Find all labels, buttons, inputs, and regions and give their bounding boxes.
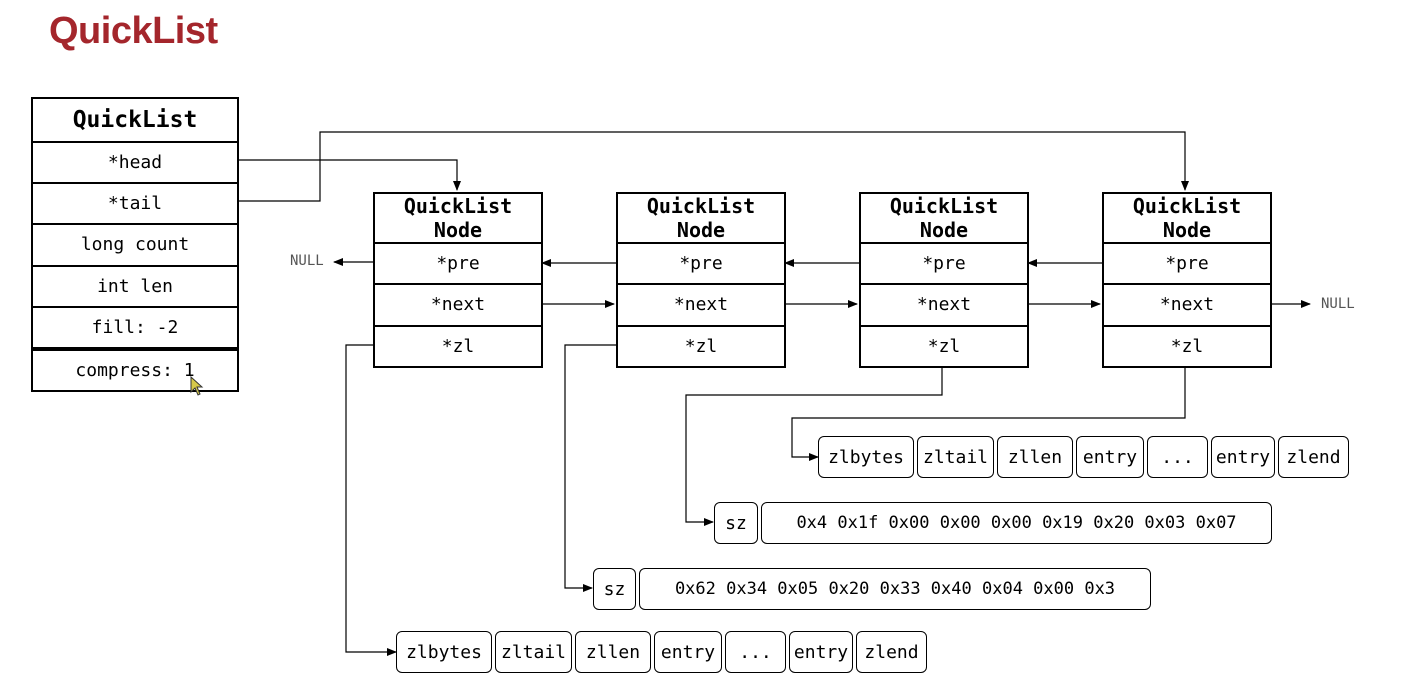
quicklist-node-2: QuickList Node *pre *next *zl — [616, 192, 786, 368]
ziplist-bottom: zlbytes zltail zllen entry ... entry zle… — [396, 631, 927, 673]
node-header-line2: Node — [676, 218, 726, 242]
compressed-ziplist-2: sz 0x62 0x34 0x05 0x20 0x33 0x40 0x04 0x… — [593, 568, 1151, 610]
zl-arrow-2 — [564, 344, 616, 592]
field-compress: compress: 1 — [33, 348, 237, 390]
null-label-left: NULL — [290, 253, 324, 269]
field-fill: fill: -2 — [33, 308, 237, 349]
node-next: *next — [618, 285, 784, 327]
zltail-cell: zltail — [917, 436, 994, 478]
node-pre: *pre — [618, 244, 784, 286]
node-zl: *zl — [684, 335, 718, 357]
node-next: *next — [375, 285, 541, 327]
zl-arrow-1 — [345, 344, 397, 656]
node-header-line1: QuickList — [889, 194, 999, 218]
entry-cell: entry — [1211, 436, 1275, 478]
zlend-cell: zlend — [856, 631, 927, 673]
entry-cell: entry — [789, 631, 853, 673]
node-header: QuickList Node — [618, 194, 784, 244]
node-zl: *zl — [1170, 335, 1204, 357]
zlend-cell: zlend — [1278, 436, 1349, 478]
compressed-bytes-cell: 0x62 0x34 0x05 0x20 0x33 0x40 0x04 0x00 … — [639, 568, 1151, 610]
zllen-cell: zllen — [997, 436, 1073, 478]
zlbytes-cell: zlbytes — [396, 631, 492, 673]
head-arrow — [239, 159, 461, 191]
quicklist-struct: QuickList *head *tail long count int len… — [31, 97, 239, 392]
field-head: *head — [33, 143, 237, 185]
field-len: int len — [33, 267, 237, 308]
field-count: long count — [33, 225, 237, 267]
node-next: *next — [1104, 285, 1270, 327]
node-pre: *pre — [375, 244, 541, 286]
zltail-cell: zltail — [495, 631, 572, 673]
node-header-line2: Node — [1162, 218, 1212, 242]
node-pre: *pre — [1104, 244, 1270, 286]
compressed-ziplist-1: sz 0x4 0x1f 0x00 0x00 0x00 0x19 0x20 0x0… — [714, 502, 1272, 544]
null-label-right: NULL — [1321, 296, 1355, 312]
sz-cell: sz — [714, 502, 758, 544]
quicklist-node-4: QuickList Node *pre *next *zl — [1102, 192, 1272, 368]
compressed-bytes-cell: 0x4 0x1f 0x00 0x00 0x00 0x19 0x20 0x03 0… — [761, 502, 1272, 544]
ziplist-top: zlbytes zltail zllen entry ... entry zle… — [818, 436, 1349, 478]
quicklist-node-1: QuickList Node *pre *next *zl — [373, 192, 543, 368]
node-zl: *zl — [441, 335, 475, 357]
sz-cell: sz — [593, 568, 636, 610]
tail-arrow — [239, 131, 1189, 202]
mouse-cursor-icon — [190, 376, 204, 396]
zl-arrow-4 — [791, 368, 1186, 461]
quicklist-node-3: QuickList Node *pre *next *zl — [859, 192, 1029, 368]
ellipsis-cell: ... — [725, 631, 786, 673]
entry-cell: entry — [654, 631, 722, 673]
zllen-cell: zllen — [575, 631, 651, 673]
node-header: QuickList Node — [861, 194, 1027, 244]
zlbytes-cell: zlbytes — [818, 436, 914, 478]
node-pre: *pre — [861, 244, 1027, 286]
zl-arrow-3 — [685, 368, 943, 526]
node-header: QuickList Node — [1104, 194, 1270, 244]
quicklist-header: QuickList — [33, 99, 237, 143]
node-zl: *zl — [927, 335, 961, 357]
node-header-line2: Node — [433, 218, 483, 242]
node-header-line1: QuickList — [403, 194, 513, 218]
field-tail: *tail — [33, 184, 237, 226]
node-next: *next — [861, 285, 1027, 327]
page-title: QuickList — [49, 10, 218, 52]
ellipsis-cell: ... — [1147, 436, 1208, 478]
node-header-line1: QuickList — [646, 194, 756, 218]
node-header-line1: QuickList — [1132, 194, 1242, 218]
entry-cell: entry — [1076, 436, 1144, 478]
node-header-line2: Node — [919, 218, 969, 242]
node-header: QuickList Node — [375, 194, 541, 244]
